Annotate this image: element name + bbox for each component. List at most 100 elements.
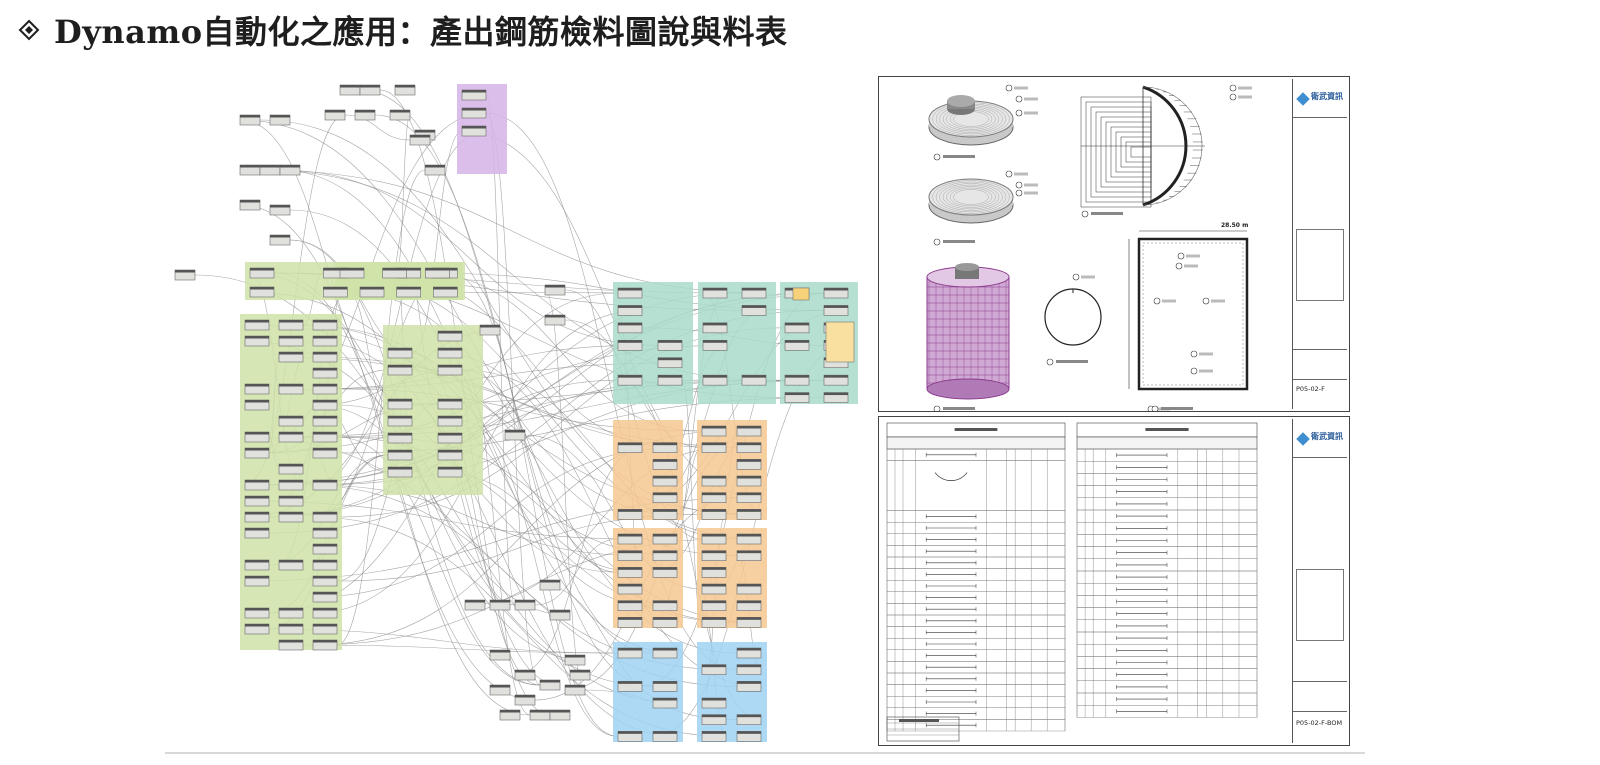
node-header	[279, 496, 303, 499]
node-header	[500, 710, 520, 713]
table-row	[1077, 632, 1257, 644]
node-header	[530, 710, 550, 713]
node-header	[340, 85, 360, 88]
node-header	[515, 600, 535, 603]
node-header	[313, 416, 337, 419]
callout-text-bar	[1014, 173, 1028, 176]
rebar-shape-arc	[935, 473, 967, 481]
node-header	[702, 534, 726, 537]
title-block: 衛武資訊 P05-02-F	[1292, 79, 1347, 409]
node-header	[737, 509, 761, 512]
callout-text-bar	[1238, 87, 1252, 90]
node-header	[658, 340, 682, 343]
node-header	[415, 130, 435, 133]
table-row	[887, 685, 1065, 697]
view-title-bubble	[1152, 406, 1158, 411]
node-header	[340, 268, 364, 271]
dynamo-node-graph	[170, 70, 870, 760]
node-header	[462, 90, 486, 93]
logo-mark-icon	[1296, 92, 1310, 106]
callout-text-bar	[1081, 276, 1095, 279]
node-header	[653, 601, 677, 604]
node-header	[653, 509, 677, 512]
table-row	[1077, 486, 1257, 498]
table-row	[887, 696, 1065, 708]
table-header-row	[887, 437, 1065, 449]
node-header	[279, 624, 303, 627]
dimension-label: 28.50 m	[1221, 222, 1248, 229]
table-title-text-bar	[955, 428, 998, 431]
node-header	[425, 268, 449, 271]
rebar-ring-detail	[1045, 289, 1101, 345]
concrete-quantity-table	[887, 717, 959, 741]
node-header	[360, 85, 380, 88]
bottom-divider	[165, 752, 1365, 754]
node-header	[245, 432, 269, 435]
node-header	[462, 108, 486, 111]
node-header	[702, 665, 726, 668]
view-title-text-bar	[1056, 360, 1088, 363]
node-header	[279, 384, 303, 387]
node-header	[323, 287, 347, 290]
node-header	[703, 288, 727, 291]
table-row	[887, 673, 1065, 685]
node-header	[702, 698, 726, 701]
node-header	[280, 165, 300, 168]
node-header	[737, 551, 761, 554]
node-header	[653, 567, 677, 570]
node-header	[824, 393, 848, 396]
tank-plan-view	[1081, 87, 1205, 207]
node-header	[245, 608, 269, 611]
table-row	[887, 627, 1065, 639]
node-header	[785, 323, 809, 326]
node-header	[653, 731, 677, 734]
node-header	[438, 399, 462, 402]
node-header	[313, 640, 337, 643]
rebar-plan-drawings: 28.50 m	[881, 79, 1295, 411]
node-header	[325, 110, 345, 113]
node-header	[565, 655, 585, 658]
node-header	[653, 648, 677, 651]
node-header	[540, 680, 560, 683]
node-header	[270, 205, 290, 208]
callout-text-bar	[1238, 96, 1252, 99]
node-header	[425, 165, 445, 168]
node-header	[240, 115, 260, 118]
callout-text-bar	[1186, 255, 1200, 258]
title-block: 衛武資訊 P05-02-F-BOM	[1292, 419, 1347, 743]
table-row	[887, 661, 1065, 673]
node-header	[565, 685, 585, 688]
node-header	[618, 305, 642, 308]
node-header	[313, 528, 337, 531]
node-header	[490, 685, 510, 688]
view-title-text-bar	[1161, 407, 1193, 410]
callout-bubble	[1016, 96, 1022, 102]
node-header	[737, 459, 761, 462]
node-header	[313, 512, 337, 515]
view-title-bubble	[934, 239, 940, 245]
node-header	[737, 443, 761, 446]
node-header	[618, 617, 642, 620]
table-row	[1077, 473, 1257, 485]
table-row	[887, 615, 1065, 627]
node-header	[279, 608, 303, 611]
node-header	[505, 430, 525, 433]
node-header	[545, 315, 565, 318]
node-header	[653, 476, 677, 479]
node-header	[245, 336, 269, 339]
node-header	[702, 443, 726, 446]
node-header	[540, 580, 560, 583]
callout-text-bar	[1024, 112, 1038, 115]
table-row	[887, 557, 1065, 569]
callout-bubble	[1006, 85, 1012, 91]
table-row	[1077, 608, 1257, 620]
tank-cylinder-3d-view	[927, 263, 1009, 399]
node-header	[702, 584, 726, 587]
table-row	[1077, 595, 1257, 607]
node-header	[355, 110, 375, 113]
view-title-text-bar	[943, 240, 975, 243]
table-row	[887, 580, 1065, 592]
node-header	[703, 375, 727, 378]
node-header	[438, 433, 462, 436]
node-header	[383, 268, 407, 271]
